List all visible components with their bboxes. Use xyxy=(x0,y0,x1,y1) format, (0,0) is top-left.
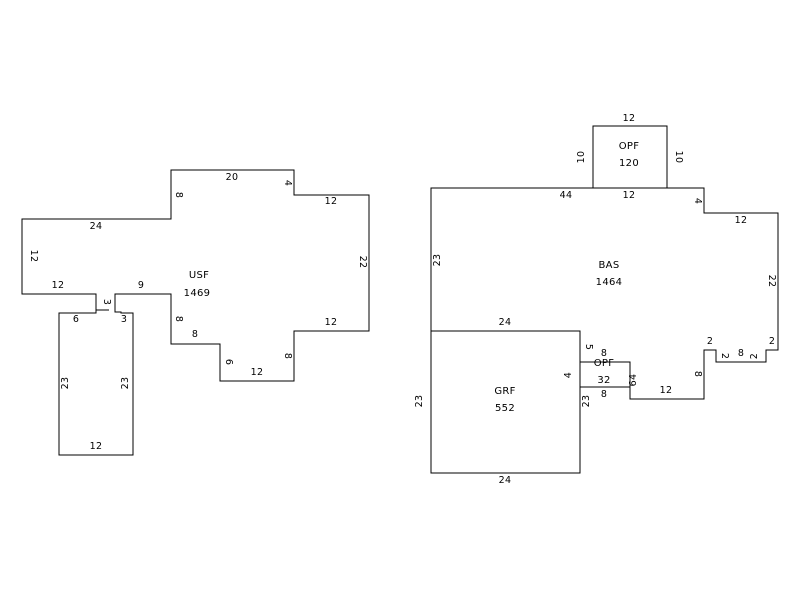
bas-dim-notch-8: 8 xyxy=(738,348,744,359)
grf-dim-right-23: 23 xyxy=(581,395,592,408)
bas-dim-notch-2-right: 2 xyxy=(769,336,775,347)
usf-dim-notch-3-mid: 3 xyxy=(101,299,112,305)
opf-top-code: OPF xyxy=(619,141,640,152)
usf-area: 1469 xyxy=(184,288,211,299)
usf-dim-inner-8: 8 xyxy=(173,316,184,322)
usf-dim-upper-8: 8 xyxy=(173,192,184,198)
bas-dim-left-23: 23 xyxy=(432,254,443,267)
usf-dim-left-side-12: 12 xyxy=(28,250,39,263)
opf-top-dim-bottom-12: 12 xyxy=(623,190,636,201)
usf-dim-step-4: 4 xyxy=(282,180,293,186)
opf-small-dim-left-4: 4 xyxy=(563,372,574,378)
usf-dim-right-top-12: 12 xyxy=(325,196,338,207)
usf-dim-bottom-12: 12 xyxy=(251,367,264,378)
usf-dim-wing-left-23: 23 xyxy=(60,377,71,390)
usf-dim-lower-8: 8 xyxy=(192,329,198,340)
bas-dim-right-22: 22 xyxy=(766,275,777,288)
usf-dim-step-6: 6 xyxy=(223,359,234,365)
bas-code: BAS xyxy=(599,260,620,271)
grf-outline xyxy=(430,330,581,474)
usf-dim-inner-9: 9 xyxy=(138,280,144,291)
usf-dim-top-left-24: 24 xyxy=(90,221,103,232)
usf-dim-notch-3-right: 3 xyxy=(121,314,127,325)
opf-small-area: 32 xyxy=(597,375,610,386)
opf-small-code: OPF xyxy=(594,358,615,369)
opf-top-dim-right-10: 10 xyxy=(673,151,684,164)
bas-dim-top-44: 44 xyxy=(560,190,573,201)
usf-code: USF xyxy=(189,270,209,281)
grf-code: GRF xyxy=(494,386,515,397)
opf-top-dim-left-10: 10 xyxy=(576,151,587,164)
opf-top-area: 120 xyxy=(619,158,639,169)
bas-dim-notch-2-inner: 2 xyxy=(749,353,760,359)
usf-dim-right-low-12: 12 xyxy=(325,317,338,328)
bas-dim-step-4: 4 xyxy=(692,198,703,204)
bas-dim-bottom-12: 12 xyxy=(660,385,673,396)
usf-dim-drop-8: 8 xyxy=(282,353,293,359)
grf-dim-left-23: 23 xyxy=(414,395,425,408)
bas-dim-notch-2-top: 2 xyxy=(707,336,713,347)
grf-dim-bottom-24: 24 xyxy=(499,475,512,486)
bas-dim-porch-64: 64 xyxy=(628,374,639,387)
bas-dim-notch-2-left: 2 xyxy=(719,353,730,359)
grf-area: 552 xyxy=(495,403,515,414)
opf-top-outline xyxy=(592,125,668,189)
usf-dim-wing-right-23: 23 xyxy=(120,377,131,390)
usf-dim-notch-6: 6 xyxy=(73,314,79,325)
usf-dim-wing-bottom-12: 12 xyxy=(90,441,103,452)
bas-dim-right-top-12: 12 xyxy=(735,215,748,226)
usf-dim-top-20: 20 xyxy=(226,172,239,183)
opf-small-dim-bottom-8: 8 xyxy=(601,389,607,400)
usf-outline xyxy=(21,169,370,456)
usf-dim-left-12: 12 xyxy=(52,280,65,291)
bas-area: 1464 xyxy=(596,277,623,288)
bas-dim-step-5: 5 xyxy=(583,344,594,350)
bas-dim-mid-24: 24 xyxy=(499,317,512,328)
bas-dim-drop-8: 8 xyxy=(692,371,703,377)
usf-dim-right-22: 22 xyxy=(357,256,368,269)
opf-small-dim-top-8: 8 xyxy=(601,348,607,359)
opf-top-dim-top-12: 12 xyxy=(623,113,636,124)
